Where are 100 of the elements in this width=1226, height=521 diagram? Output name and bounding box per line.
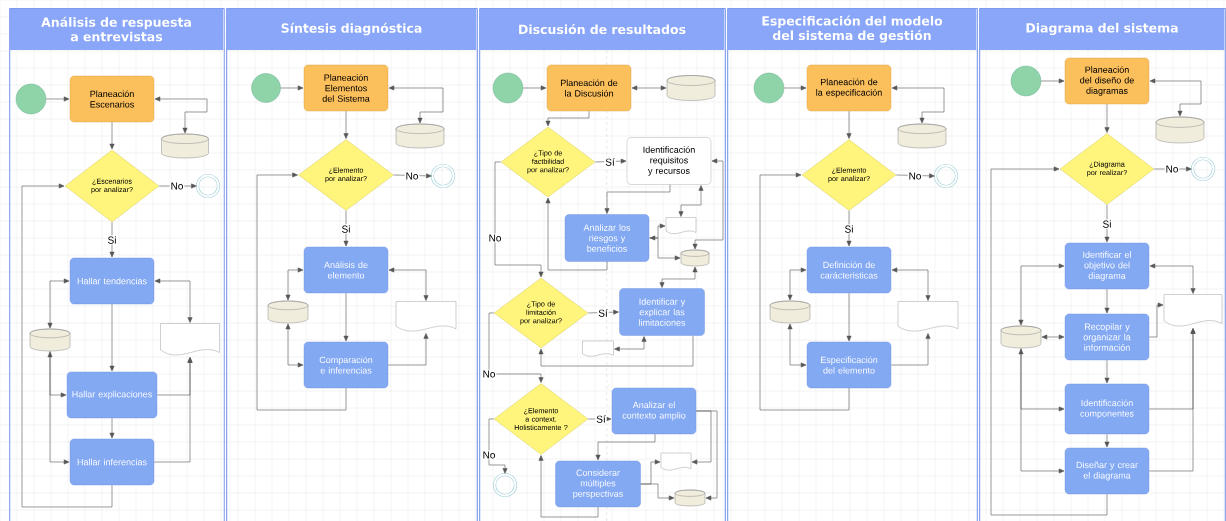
connector-arrow	[783, 85, 807, 91]
connector-arrow	[522, 85, 547, 91]
connector-arrow	[1153, 166, 1192, 172]
connector-arrow	[1104, 204, 1110, 243]
process-box: Considerar múltiples perspectivas	[555, 460, 641, 508]
end-circle	[492, 472, 518, 498]
edge-label: Si	[340, 224, 352, 234]
connector-arrow	[1104, 359, 1110, 384]
connector-arrow	[895, 173, 935, 179]
edge-label: Si	[843, 224, 855, 234]
database-cylinder	[680, 249, 710, 267]
connector-arrow	[545, 197, 608, 271]
start-circle	[1010, 65, 1042, 97]
edge-label: Sí	[595, 414, 607, 424]
connector-arrow	[109, 417, 115, 439]
connector-arrow	[648, 237, 681, 261]
connector-arrow	[614, 336, 647, 352]
edge-label: Sí	[597, 308, 609, 318]
connector-arrow	[153, 357, 193, 463]
database-cylinder	[1155, 116, 1205, 144]
process-box: Planeación del diseño de diagramas	[1064, 57, 1150, 105]
edge-label: No	[169, 181, 185, 191]
connector-arrow	[109, 221, 115, 258]
end-circle	[933, 163, 959, 189]
start-circle	[492, 72, 524, 104]
edge-label: No	[481, 369, 497, 379]
process-box: Identificación componentes	[1064, 383, 1150, 435]
connector-arrow	[587, 416, 612, 422]
connector-arrow	[387, 333, 429, 366]
edge-label: Si	[106, 235, 118, 245]
document-shape	[897, 301, 959, 332]
connector-arrow	[49, 350, 70, 465]
process-box: Hallar tendencias	[69, 257, 155, 305]
connector-arrow	[154, 96, 208, 134]
connector-arrow	[1041, 334, 1065, 340]
connector-arrow	[787, 323, 807, 368]
connector-arrow	[631, 85, 667, 91]
edge-label: No	[481, 450, 497, 460]
connector-arrow	[846, 210, 852, 247]
process-box: Análisis de elemento	[303, 246, 389, 294]
database-cylinder	[769, 300, 811, 324]
process-box: Planeación de la Discusión	[546, 64, 632, 112]
connector-arrow	[891, 267, 931, 301]
connector-arrow	[1148, 302, 1164, 338]
process-box: Identificar el objetivo del diagrama	[1064, 242, 1150, 290]
edge-label: No	[404, 171, 420, 181]
connector-arrow	[1104, 288, 1110, 314]
connector-arrow	[1148, 328, 1196, 472]
connector-arrow	[109, 121, 115, 150]
process-box: Definición de carácteristicas	[806, 246, 892, 294]
process-box: Hallar explicaciones	[66, 371, 158, 419]
connector-arrow	[587, 309, 619, 315]
process-box: Planeación Elementos del Sistema	[303, 64, 389, 112]
document-shape	[395, 301, 457, 332]
process-box: Analizar el contexto amplio	[611, 387, 697, 435]
edge-label: No	[907, 171, 923, 181]
connector-arrow	[990, 166, 1108, 516]
edge-label: Si	[1101, 219, 1113, 229]
connector-arrow	[846, 110, 852, 139]
connector-arrow	[1149, 78, 1202, 117]
connector-arrow	[109, 303, 115, 372]
connector-arrow	[846, 292, 852, 342]
document-shape	[160, 323, 220, 356]
database-cylinder	[897, 123, 947, 149]
database-cylinder	[1000, 325, 1042, 349]
process-box: Identificar y explicar las limitaciones	[619, 288, 705, 336]
connector-arrow	[1104, 103, 1110, 133]
connector-arrow	[649, 223, 666, 241]
start-circle	[15, 83, 47, 115]
connector-arrow	[659, 266, 698, 288]
end-circle	[430, 163, 456, 189]
connector-arrow	[343, 110, 349, 139]
connector-arrow	[692, 158, 724, 250]
connector-arrow	[691, 410, 712, 465]
document-shape	[665, 217, 697, 234]
connector-arrow	[488, 312, 544, 383]
connector-arrow	[1149, 263, 1196, 294]
process-box: Identificación requisitos y recursos	[626, 137, 712, 185]
connector-arrow	[604, 184, 671, 214]
connector-arrow	[545, 110, 590, 127]
connector-arrow	[595, 433, 656, 461]
connector-arrow	[388, 85, 444, 124]
connector-arrow	[21, 183, 113, 508]
connector-arrow	[1020, 347, 1065, 474]
connector-arrow	[494, 161, 544, 278]
edge-label: No	[1164, 164, 1180, 174]
connector-arrow	[285, 267, 304, 301]
process-box: Hallar inferencias	[69, 438, 155, 486]
document-shape	[1163, 294, 1223, 327]
connector-arrow	[285, 323, 304, 368]
connector-arrow	[787, 267, 807, 301]
connector-arrow	[594, 158, 627, 164]
database-cylinder	[161, 133, 209, 159]
connector-arrow	[695, 410, 718, 501]
edge-label: No	[487, 233, 503, 243]
connector-arrow	[1104, 433, 1110, 448]
connector-arrow	[640, 483, 675, 501]
connector-arrow	[759, 172, 850, 411]
connector-arrow	[256, 172, 347, 411]
database-cylinder	[395, 123, 445, 149]
